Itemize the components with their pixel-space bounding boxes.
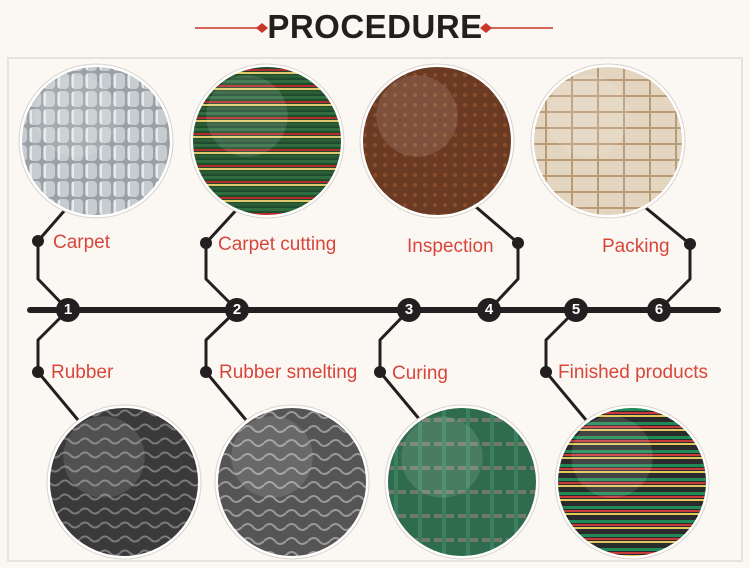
- connector-curing-dot: [374, 366, 386, 378]
- step-number-2: 2: [225, 298, 249, 322]
- connector-finished-products-dot: [540, 366, 552, 378]
- title-ornaments: [195, 23, 553, 33]
- process-photos: [18, 63, 710, 560]
- step-label-packing: Packing: [602, 236, 670, 257]
- carpet-cutting-photo: [193, 67, 341, 215]
- connector-carpet: [36, 194, 80, 312]
- content-frame: [7, 57, 743, 562]
- step-number-1: 1: [56, 298, 80, 322]
- rubber-smelting-photo: [218, 408, 366, 556]
- connector-rubber-smelting: [204, 308, 248, 421]
- step-label-carpet: Carpet: [53, 232, 111, 253]
- carpet-rolls-photo-highlight: [35, 75, 117, 157]
- page-title: PROCEDURE: [267, 8, 483, 45]
- inspection-photo-highlight: [376, 75, 458, 157]
- connector-rubber-dot: [32, 366, 44, 378]
- connector-finished-products: [544, 308, 588, 421]
- step-number-6: 6: [647, 298, 671, 322]
- connector-packing: [629, 193, 692, 312]
- connector-packing-dot: [684, 238, 696, 250]
- step-number-5: 5: [564, 298, 588, 322]
- finished-mats-photo: [558, 408, 706, 556]
- step-label-carpet-cutting: Carpet cutting: [218, 234, 337, 255]
- connector-rubber: [36, 308, 80, 421]
- inspection-photo: [363, 67, 511, 215]
- rubber-smelting-photo-highlight: [231, 416, 313, 498]
- connector-rubber-smelting-dot: [200, 366, 212, 378]
- frame-border: [7, 57, 743, 562]
- rubber-sheets-photo-highlight: [63, 416, 145, 498]
- finished-mats-photo-highlight: [571, 416, 653, 498]
- connector-carpet-dot: [32, 235, 44, 247]
- step-label-finished-products: Finished products: [558, 362, 708, 383]
- step-label-curing: Curing: [392, 363, 448, 384]
- step-label-rubber-smelting: Rubber smelting: [219, 362, 358, 383]
- step-label-rubber: Rubber: [51, 362, 114, 383]
- rubber-sheets-photo: [50, 408, 198, 556]
- step-label-inspection: Inspection: [407, 236, 494, 257]
- step-number-4: 4: [477, 298, 501, 322]
- curing-press-photo-highlight: [401, 416, 483, 498]
- connector-inspection: [461, 193, 520, 312]
- step-number-3: 3: [397, 298, 421, 322]
- packing-boxes-photo-highlight: [547, 75, 629, 157]
- connector-carpet-cutting-dot: [200, 237, 212, 249]
- connector-inspection-dot: [512, 237, 524, 249]
- ornament-diamond: [480, 23, 492, 33]
- curing-press-photo: [388, 408, 536, 556]
- carpet-cutting-photo-highlight: [206, 75, 288, 157]
- connector-curing: [378, 308, 422, 421]
- packing-boxes-photo: [534, 67, 682, 215]
- connector-lines: [32, 193, 696, 421]
- carpet-rolls-photo: [22, 67, 170, 215]
- ornament-diamond: [256, 23, 268, 33]
- connector-carpet-cutting: [204, 193, 252, 312]
